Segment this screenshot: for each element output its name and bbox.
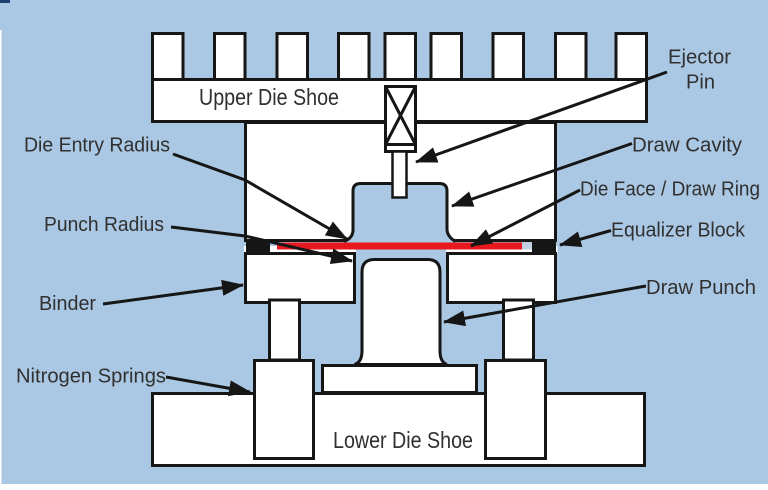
svg-text:Binder: Binder	[39, 293, 96, 315]
svg-text:Upper Die Shoe: Upper Die Shoe	[199, 84, 339, 110]
svg-text:Nitrogen Springs: Nitrogen Springs	[16, 366, 166, 388]
svg-text:Draw Punch: Draw Punch	[646, 277, 756, 299]
svg-text:Draw Cavity: Draw Cavity	[632, 135, 742, 157]
svg-text:Punch Radius: Punch Radius	[44, 214, 164, 236]
svg-text:Die Entry Radius: Die Entry Radius	[24, 135, 170, 157]
svg-text:Die Face / Draw Ring: Die Face / Draw Ring	[580, 179, 760, 201]
svg-text:Ejector: Ejector	[668, 47, 731, 69]
svg-text:Pin: Pin	[686, 72, 715, 94]
svg-text:Lower Die Shoe: Lower Die Shoe	[333, 427, 473, 453]
svg-text:Equalizer Block: Equalizer Block	[611, 220, 746, 242]
